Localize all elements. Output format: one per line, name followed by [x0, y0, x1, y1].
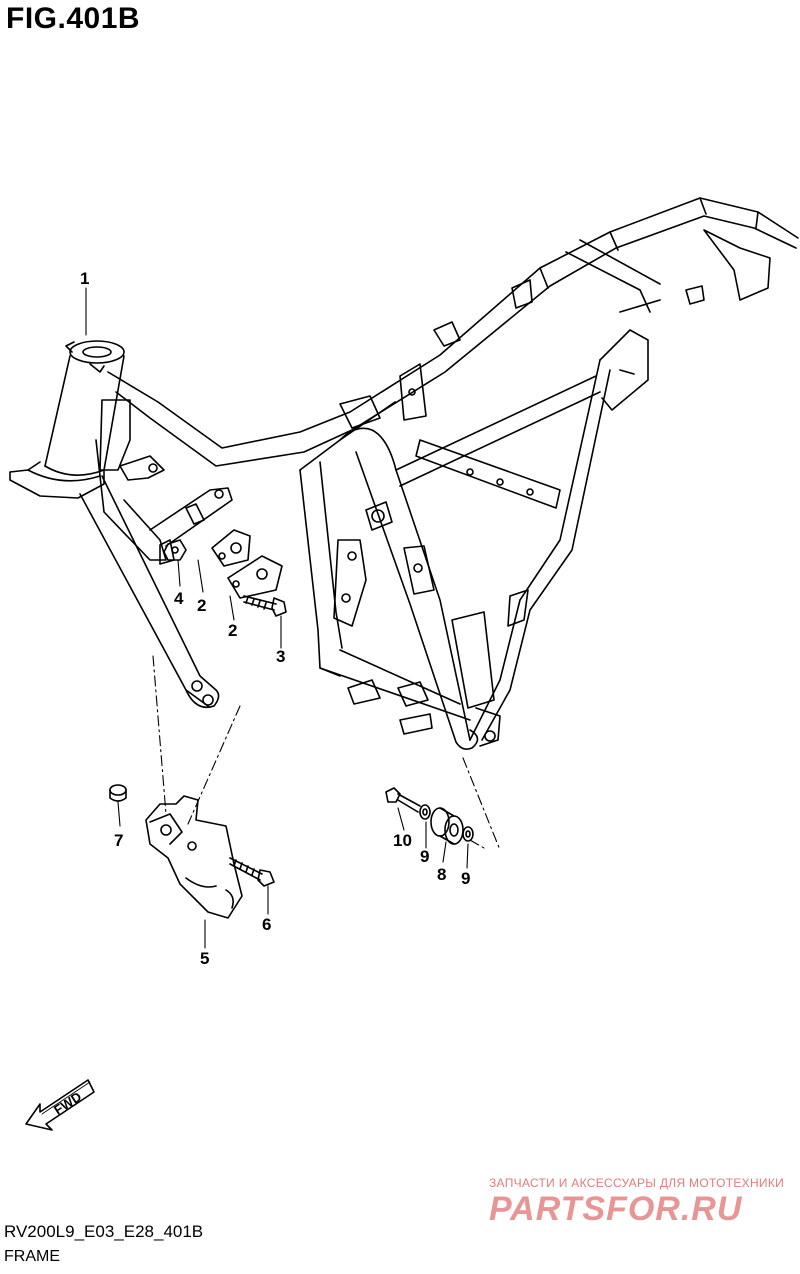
bolt-part-10	[385, 787, 421, 813]
washer-part-9-left	[419, 804, 431, 820]
assembly-leader-lines	[152, 655, 501, 851]
nut-part-7	[109, 784, 127, 802]
washer-part-9-right	[462, 826, 474, 842]
main-top-rail	[107, 197, 799, 467]
callout-numbers: 1 2 2 3 4 5 6 7 8 9 9 10	[80, 269, 470, 968]
callout-10: 10	[393, 831, 412, 850]
callout-9a: 9	[420, 847, 429, 866]
callout-8: 8	[437, 865, 446, 884]
diagram-caption: FRAME	[4, 1248, 60, 1265]
callout-2b: 2	[228, 621, 237, 640]
figure-title: FIG.401B	[6, 2, 141, 35]
head-tube	[9, 340, 125, 499]
callout-6: 6	[262, 915, 271, 934]
diagram-code: RV200L9_E03_E28_401B	[4, 1222, 204, 1241]
callout-1: 1	[80, 269, 89, 288]
fwd-arrow-icon	[25, 1079, 95, 1131]
bracket-part-2	[211, 529, 283, 599]
callout-3: 3	[276, 647, 285, 666]
down-tube	[79, 399, 220, 709]
callout-5: 5	[200, 949, 209, 968]
callout-2a: 2	[197, 596, 206, 615]
bolt-part-6	[229, 857, 275, 887]
callout-9b: 9	[461, 869, 470, 888]
watermark-subtitle: ЗАПЧАСТИ И АКСЕССУАРЫ ДЛЯ МОТОТЕХНИКИ	[489, 1176, 785, 1190]
nut-part-4	[163, 539, 187, 561]
front-engine-brackets	[119, 455, 233, 565]
watermark-logo: PARTSFOR.RU	[489, 1190, 743, 1228]
bolt-part-3	[243, 595, 287, 617]
bushing-part-8	[430, 807, 464, 845]
callout-4: 4	[174, 589, 184, 608]
callout-leaders	[85, 287, 469, 949]
rear-frame	[299, 279, 649, 750]
fwd-label: FWD	[51, 1089, 84, 1118]
callout-7: 7	[114, 831, 123, 850]
engine-bracket-part-5	[145, 795, 243, 919]
